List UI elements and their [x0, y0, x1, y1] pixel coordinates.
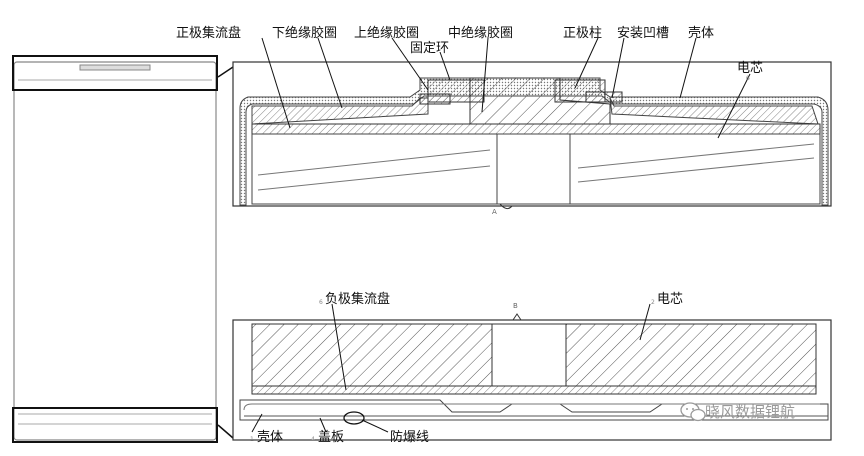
label-shell-bottom: 壳体	[257, 430, 283, 445]
top-detail-box	[12, 55, 218, 91]
zoom-line-bottom	[217, 424, 234, 439]
leader-lines	[251, 37, 751, 433]
label-core-top: 电芯	[737, 61, 763, 76]
bottom-section-view: B	[232, 302, 832, 441]
section-b-label: B	[513, 302, 518, 310]
top-section-view: A	[232, 61, 832, 216]
bottom-detail-box	[12, 407, 218, 443]
label-lower-ring: 下绝缘胶圈	[272, 25, 337, 41]
wechat-icon	[680, 402, 706, 422]
label-vent-line: 防爆线	[390, 429, 429, 445]
labels: 正极集流盘 下绝缘胶圈 上绝缘胶圈 固定环 中绝缘胶圈 正极柱 安装凹槽 壳体 …	[176, 25, 763, 445]
label-pos-collector: 正极集流盘	[176, 25, 241, 41]
num-neg: 6	[319, 299, 323, 306]
watermark: 晓风数据锂航	[680, 402, 795, 422]
num-shell: 1	[250, 436, 254, 443]
label-mid-ring: 中绝缘胶圈	[448, 25, 513, 41]
label-upper-ring: 上绝缘胶圈	[354, 25, 419, 41]
num-core-top: 6	[746, 75, 750, 82]
label-neg-collector: 负极集流盘	[325, 291, 390, 307]
num-cover: 4	[311, 436, 315, 443]
zoom-line-top	[217, 66, 234, 78]
section-a-label: A	[492, 208, 497, 216]
label-core-bottom: 电芯	[657, 292, 683, 307]
cell-overview	[12, 55, 218, 443]
label-fixing-ring: 固定环	[410, 41, 449, 56]
vent-line-marker	[343, 411, 365, 425]
label-cover: 盖板	[318, 430, 344, 445]
label-shell-top: 壳体	[688, 26, 714, 41]
watermark-text: 晓风数据锂航	[705, 403, 795, 421]
label-pos-post: 正极柱	[563, 26, 602, 41]
num-core: 2	[651, 299, 655, 306]
label-groove: 安装凹槽	[617, 26, 669, 41]
